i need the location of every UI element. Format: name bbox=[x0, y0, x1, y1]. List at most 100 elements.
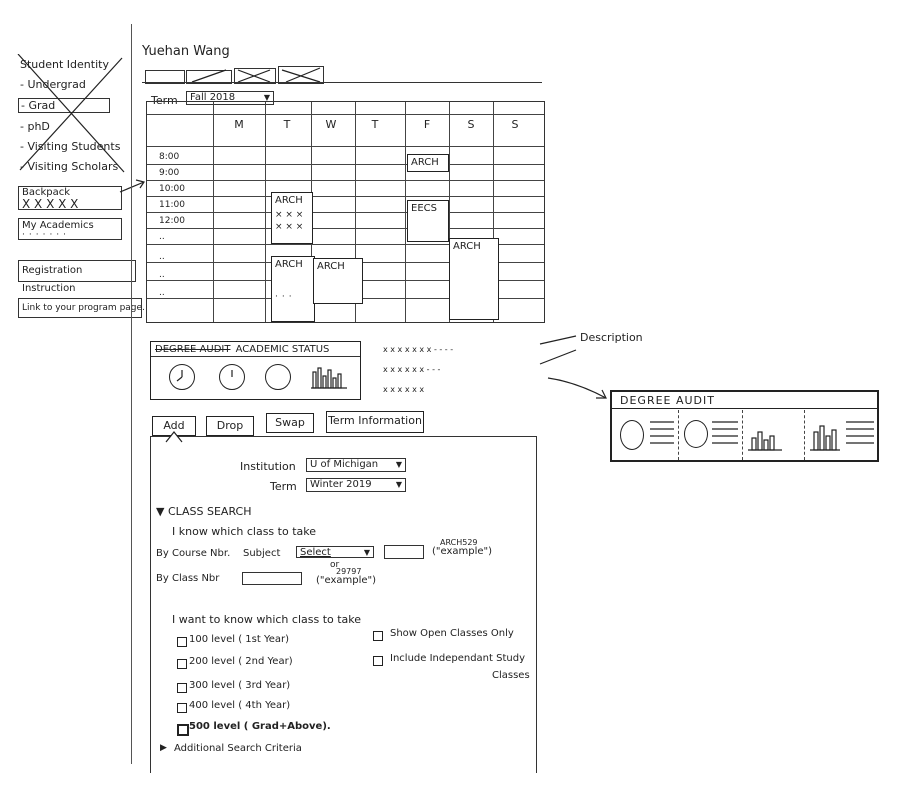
degree-audit-card[interactable]: DEGREE AUDIT bbox=[610, 390, 879, 462]
status-title-text: ACADEMIC STATUS bbox=[235, 344, 330, 355]
day-header-tue: T bbox=[283, 118, 291, 131]
independent-study-label-2: Classes bbox=[492, 670, 530, 681]
sidebar-item-undergrad[interactable]: - Undergrad bbox=[20, 78, 86, 91]
pie-chart-icon bbox=[265, 364, 291, 390]
show-open-label: Show Open Classes Only bbox=[390, 628, 514, 639]
degree-audit-title: DEGREE AUDIT bbox=[620, 394, 715, 407]
sidebar-divider bbox=[131, 24, 132, 764]
tab-2[interactable] bbox=[186, 70, 232, 84]
term-information-button[interactable]: Term Information bbox=[326, 411, 424, 433]
description-line: x x x x x x bbox=[383, 385, 425, 394]
day-header-fri: F bbox=[423, 118, 431, 131]
level-300-checkbox[interactable] bbox=[177, 683, 187, 693]
class-block-filler: × × × bbox=[275, 210, 304, 220]
search-term-select[interactable]: Winter 2019 ▼ bbox=[306, 478, 406, 492]
chevron-down-icon: ▼ bbox=[395, 460, 402, 469]
my-academics-box[interactable]: My Academics ······· bbox=[18, 218, 122, 240]
panel-pointer-icon bbox=[165, 431, 183, 443]
institution-label: Institution bbox=[240, 460, 296, 473]
institution-select[interactable]: U of Michigan ▼ bbox=[306, 458, 406, 472]
sidebar-item-phd[interactable]: - phD bbox=[20, 120, 50, 133]
time-label: 10:00 bbox=[159, 184, 185, 194]
progress-chart-icon bbox=[219, 364, 245, 390]
degree-audit-divider bbox=[612, 408, 877, 409]
my-academics-label: My Academics bbox=[22, 220, 94, 231]
description-lines: x x x x x x x - - - - x x x x x x - - - … bbox=[383, 345, 543, 405]
time-label: 9:00 bbox=[159, 168, 180, 178]
caret-right-icon[interactable]: ▶ bbox=[160, 743, 167, 753]
add-class-panel bbox=[150, 436, 537, 773]
status-title: DEGREE AUDIT ACADEMIC STATUS bbox=[155, 344, 329, 355]
clock-chart-icon bbox=[169, 364, 195, 390]
subject-value: Select bbox=[300, 547, 331, 558]
class-block-filler: × × × bbox=[275, 222, 304, 232]
class-block-label: ARCH bbox=[317, 261, 345, 272]
level-500-label: 500 level ( Grad+Above). bbox=[189, 721, 331, 732]
degree-audit-arrow-icon bbox=[547, 377, 607, 399]
description-line: x x x x x x x - - - - bbox=[383, 345, 454, 354]
sidebar-item-grad[interactable]: - Grad bbox=[18, 98, 110, 113]
degree-audit-sep bbox=[678, 410, 680, 460]
add-button[interactable]: Add bbox=[152, 416, 196, 436]
level-100-label: 100 level ( 1st Year) bbox=[189, 634, 290, 645]
audit-text-lines-icon bbox=[650, 421, 674, 444]
show-open-checkbox[interactable] bbox=[373, 631, 383, 641]
class-block-fri-arch[interactable]: ARCH bbox=[407, 154, 449, 172]
class-block-label: ARCH bbox=[411, 157, 439, 168]
independent-study-checkbox[interactable] bbox=[373, 656, 383, 666]
level-100-checkbox[interactable] bbox=[177, 637, 187, 647]
day-header-sun: S bbox=[511, 118, 519, 131]
day-header-wed: W bbox=[325, 118, 337, 131]
academic-status-card[interactable]: DEGREE AUDIT ACADEMIC STATUS bbox=[150, 341, 361, 400]
discover-class-heading: I want to know which class to take bbox=[172, 613, 362, 626]
tab-4[interactable] bbox=[278, 66, 324, 84]
class-block-dots: ··· bbox=[275, 292, 296, 302]
program-page-link[interactable]: Link to your program page. bbox=[18, 298, 145, 318]
day-header-sat: S bbox=[467, 118, 475, 131]
description-line: x x x x x x - - - bbox=[383, 365, 441, 374]
level-500-checkbox[interactable] bbox=[177, 724, 189, 736]
institution-value: U of Michigan bbox=[310, 459, 379, 470]
course-example: ARCH529 bbox=[440, 538, 478, 547]
audit-text-lines-icon bbox=[712, 421, 738, 444]
registration-instruction-link[interactable]: Registration Instruction bbox=[18, 260, 136, 294]
additional-criteria-link[interactable]: Additional Search Criteria bbox=[174, 743, 302, 754]
level-400-label: 400 level ( 4th Year) bbox=[189, 700, 291, 711]
cross-out-mark bbox=[17, 54, 125, 173]
tab-1[interactable] bbox=[145, 70, 185, 84]
sidebar-item-visiting-scholars[interactable]: - Visiting Scholars bbox=[20, 160, 119, 173]
degree-audit-sep bbox=[742, 410, 744, 460]
description-pointer-icon bbox=[539, 335, 577, 365]
subject-select[interactable]: Select ▼ bbox=[296, 546, 374, 558]
class-block-sat-arch[interactable]: ARCH bbox=[449, 238, 499, 320]
level-300-label: 300 level ( 3rd Year) bbox=[189, 680, 291, 691]
class-search-toggle[interactable]: ▼ CLASS SEARCH bbox=[156, 505, 252, 518]
class-block-wed-arch[interactable]: ARCH bbox=[313, 258, 363, 304]
drop-button[interactable]: Drop bbox=[206, 416, 254, 436]
chevron-down-icon: ▼ bbox=[363, 548, 370, 557]
tab-strike-icon bbox=[191, 67, 321, 83]
my-academics-dots: ······· bbox=[22, 230, 71, 240]
swap-button[interactable]: Swap bbox=[266, 413, 314, 433]
level-200-label: 200 level ( 2nd Year) bbox=[189, 656, 293, 667]
class-block-tue-arch-2[interactable]: ARCH ··· bbox=[271, 256, 315, 322]
chevron-down-icon: ▼ bbox=[263, 93, 270, 102]
audit-pie-icon-2 bbox=[684, 420, 708, 448]
level-400-checkbox[interactable] bbox=[177, 703, 187, 713]
level-200-checkbox[interactable] bbox=[177, 659, 187, 669]
search-term-value: Winter 2019 bbox=[310, 479, 372, 490]
user-name: Yuehan Wang bbox=[142, 44, 230, 59]
backpack-box[interactable]: Backpack X X X X X bbox=[18, 186, 122, 210]
backpack-arrow-icon bbox=[119, 179, 145, 193]
status-title-struck: DEGREE AUDIT bbox=[155, 344, 231, 355]
course-number-input[interactable] bbox=[384, 545, 424, 559]
tab-3[interactable] bbox=[234, 68, 276, 84]
class-block-tue-arch[interactable]: ARCH × × × × × × bbox=[271, 192, 313, 244]
header-underline bbox=[142, 82, 542, 83]
term-select[interactable]: Fall 2018 ▼ bbox=[186, 91, 274, 105]
class-block-fri-eecs[interactable]: EECS bbox=[407, 200, 449, 242]
independent-study-label: Include Independant Study bbox=[390, 653, 525, 664]
by-class-nbr-label: By Class Nbr bbox=[156, 573, 220, 584]
time-label: 12:00 bbox=[159, 216, 185, 226]
class-number-input[interactable] bbox=[242, 572, 302, 585]
